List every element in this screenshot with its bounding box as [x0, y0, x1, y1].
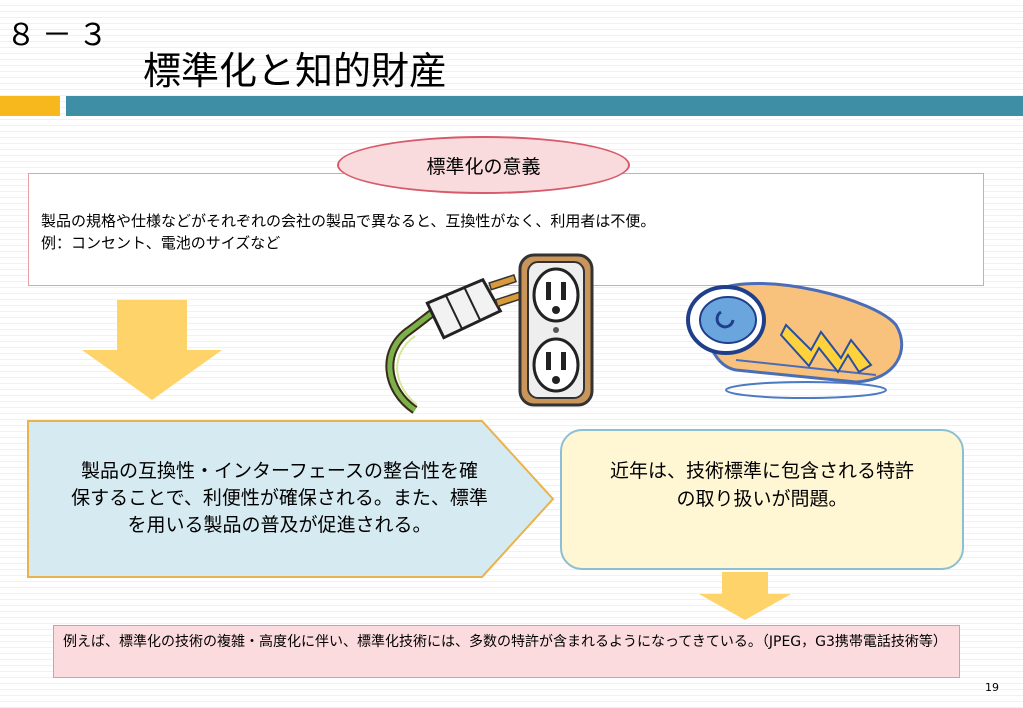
- benefit-text: 製品の互換性・インターフェースの整合性を確 保することで、利便性が確保される。ま…: [27, 458, 532, 539]
- accent-bar-orange: [0, 96, 60, 116]
- example-text: 例えば、標準化の技術の複雑・高度化に伴い、標準化技術には、多数の特許が含まれるよ…: [63, 634, 947, 650]
- page-title: 標準化と知的財産: [143, 49, 448, 93]
- example-box: 例えば、標準化の技術の複雑・高度化に伴い、標準化技術には、多数の特許が含まれるよ…: [53, 625, 960, 678]
- benefit-arrow-box: [27, 420, 555, 578]
- benefit-line-2: 保することで、利便性が確保される。また、標準: [71, 487, 488, 509]
- patent-issue-line-2: の取り扱いが問題。: [676, 488, 848, 510]
- intro-text: 製品の規格や仕様などがそれぞれの会社の製品で異なると、互換性がなく、利用者は不便…: [41, 210, 655, 254]
- slide-number: ８－３: [6, 18, 114, 53]
- pill-label: 標準化の意義: [426, 156, 541, 178]
- down-arrow-icon: [82, 300, 222, 400]
- accent-bar-teal: [66, 96, 1023, 116]
- plug-outlet-icon: [385, 253, 594, 414]
- significance-pill: 標準化の意義: [337, 136, 630, 194]
- benefit-line-3: を用いる製品の普及が促進される。: [127, 514, 432, 536]
- intro-line-2: 例：コンセント、電池のサイズなど: [41, 234, 281, 252]
- intro-line-1: 製品の規格や仕様などがそれぞれの会社の製品で異なると、互換性がなく、利用者は不便…: [41, 212, 656, 230]
- page-number: 19: [985, 681, 999, 694]
- patent-issue-text: 近年は、技術標準に包含される特許 の取り扱いが問題。: [570, 457, 954, 513]
- down-arrow-icon: [699, 572, 791, 620]
- benefit-line-1: 製品の互換性・インターフェースの整合性を確: [81, 460, 478, 482]
- battery-icon: [686, 282, 904, 399]
- patent-issue-line-1: 近年は、技術標準に包含される特許: [609, 460, 914, 482]
- patent-issue-box: 近年は、技術標準に包含される特許 の取り扱いが問題。: [560, 429, 964, 570]
